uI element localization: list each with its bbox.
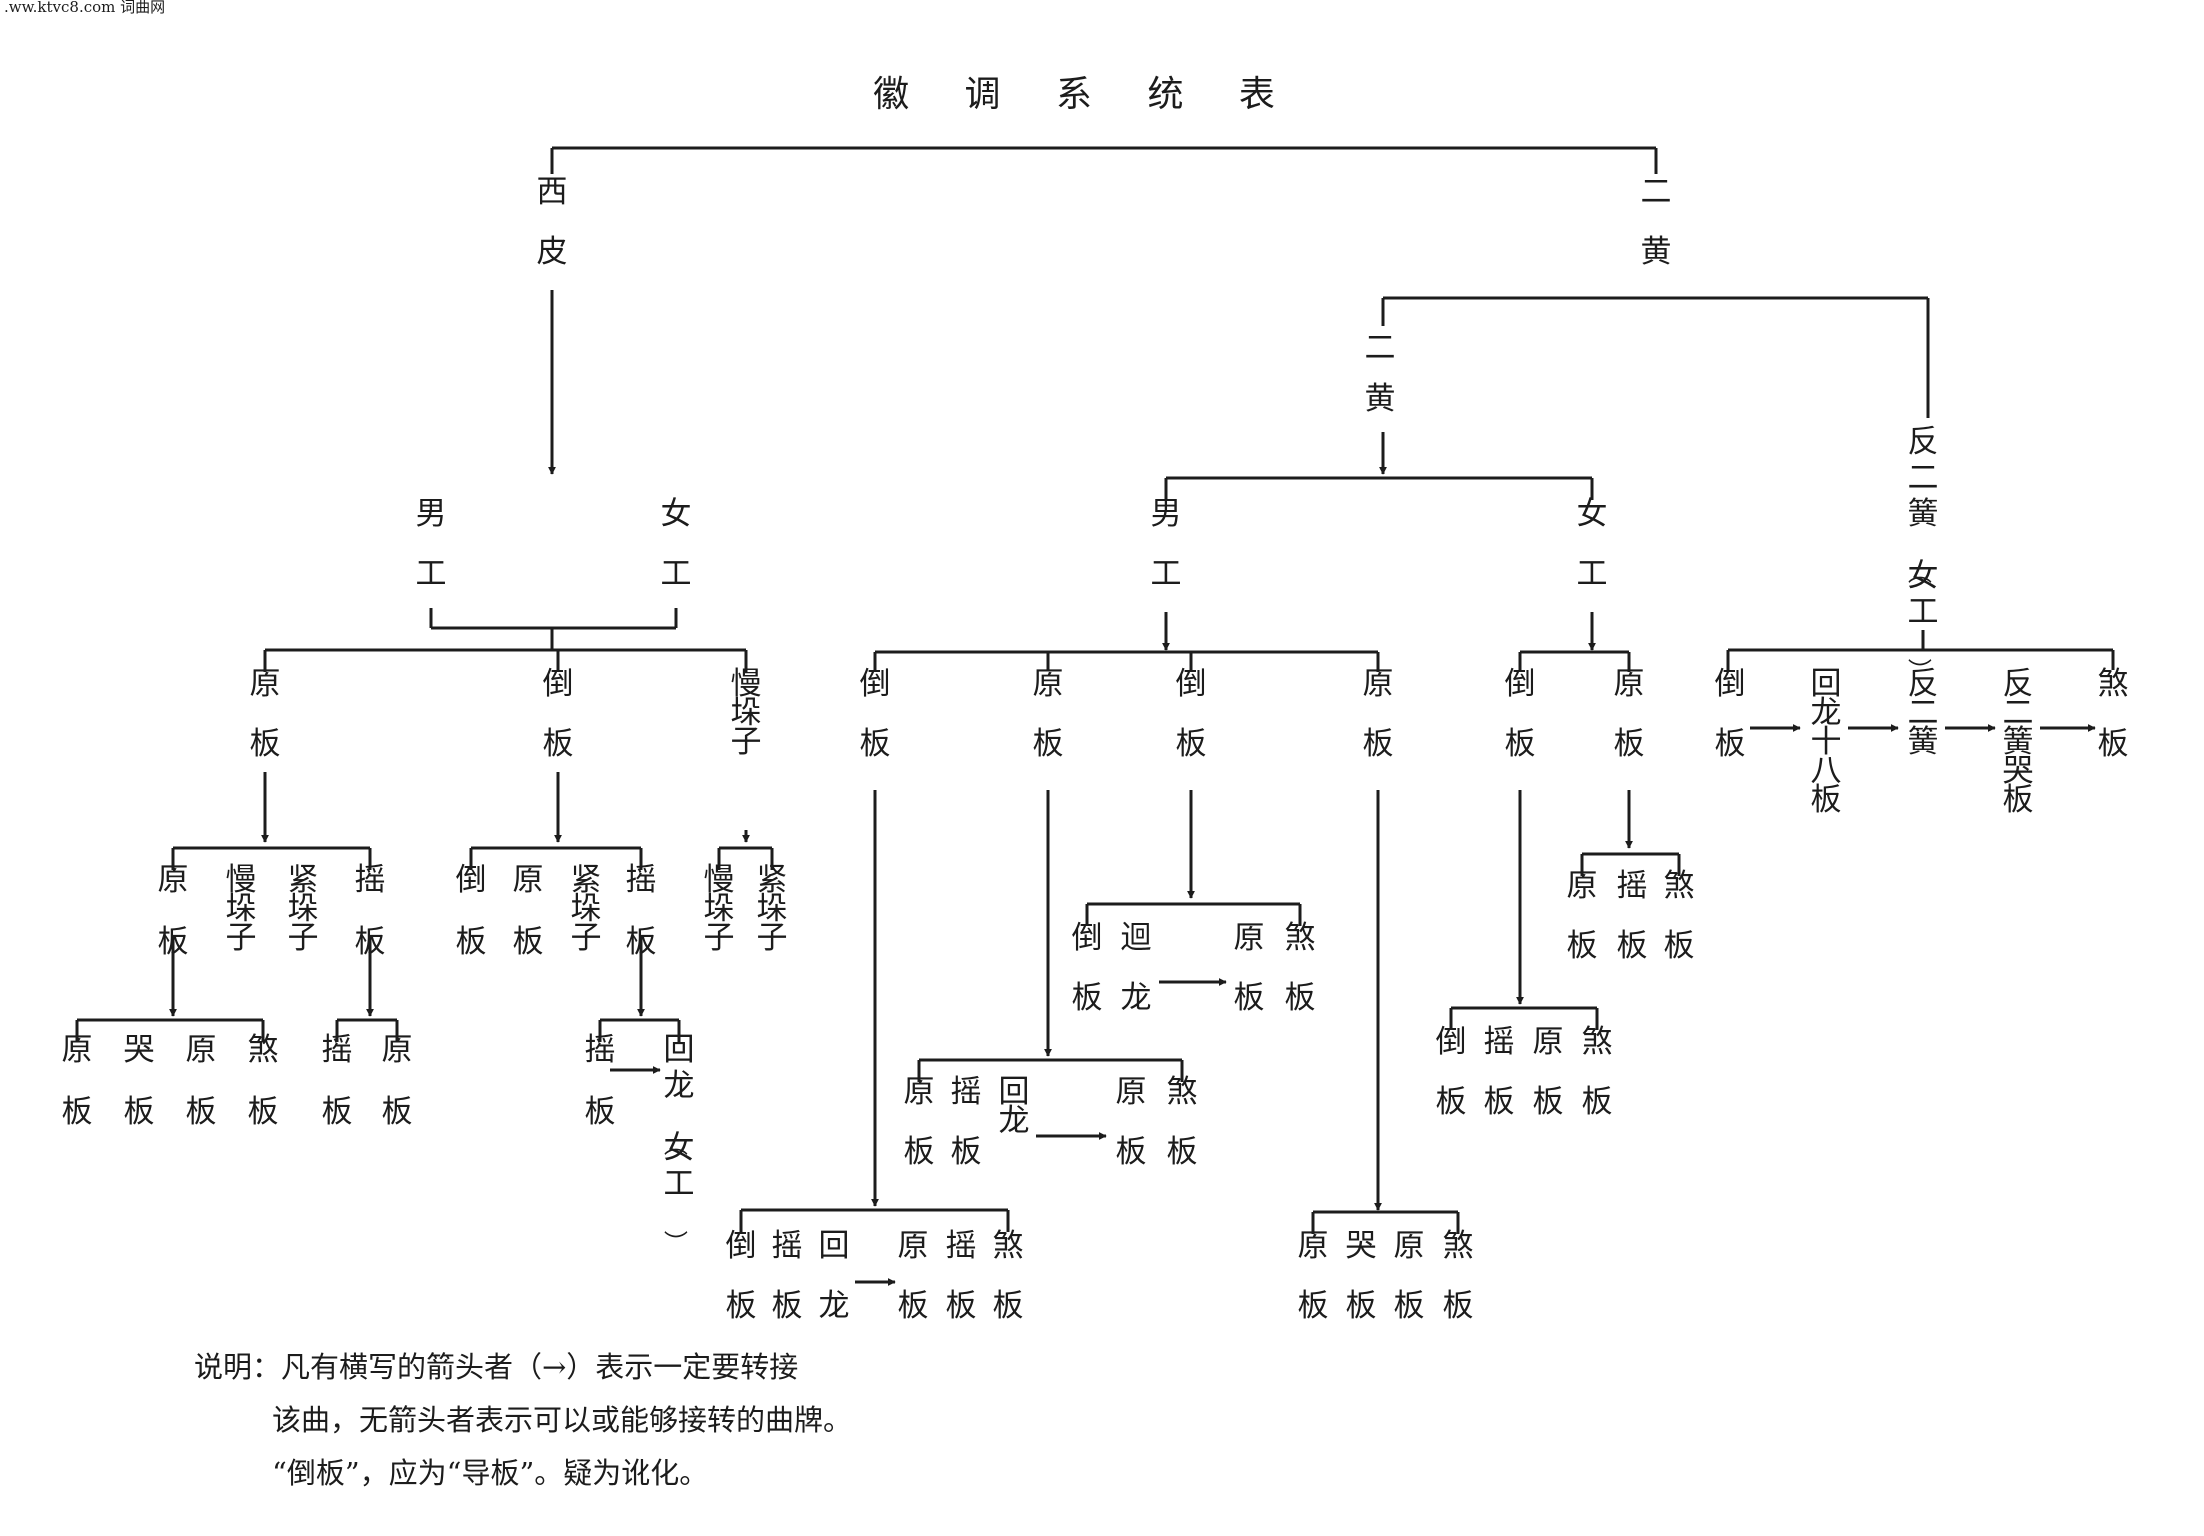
watermark: .ww.ktvc8.com 词曲网	[4, 0, 165, 16]
node-ehm-d-yaoban2: 摇板	[946, 1228, 977, 1324]
node-ehn-d-daoban: 倒板	[1436, 1024, 1467, 1120]
node-xp-dy-yaoban: 摇板	[585, 1032, 616, 1130]
node-ehm-d-shaban: 煞板	[993, 1228, 1024, 1324]
node-xp-yy-yuanban2: 原板	[186, 1032, 217, 1130]
node-f-shaban: 煞板	[2098, 666, 2129, 762]
node-ehm-yuanban: 原板	[1033, 666, 1064, 762]
node-xp-nvgong: 女工	[661, 496, 692, 592]
node-xp-d-yaoban: 摇板	[626, 862, 657, 960]
node-ehm-y2-shaban: 煞板	[1443, 1228, 1474, 1324]
node-xp-nangong: 男工	[416, 496, 447, 592]
node-xp-manduozi: 慢垛子	[731, 666, 762, 760]
node-ehn-y-shaban: 煞板	[1664, 868, 1695, 964]
node-fanerhuang: 反二簧（女工）	[1905, 424, 1939, 682]
node-ehm-y-yuanban2: 原板	[1116, 1074, 1147, 1170]
node-xipi: 西皮	[537, 174, 568, 270]
node-ehm-d-huilong: 回龙	[819, 1228, 850, 1324]
node-ehm-d2-daoban: 倒板	[1072, 920, 1103, 1016]
note-line-2: 该曲，无箭头者表示可以或能够接转的曲牌。	[272, 1403, 852, 1437]
node-ehn-y-yaoban: 摇板	[1617, 868, 1648, 964]
node-xp-y-jinduozi: 紧垛子	[288, 862, 319, 956]
node-xp-y-yuanban: 原板	[158, 862, 189, 960]
node-erhuang: 二黄	[1641, 174, 1672, 270]
node-f-huilong18: 回龙十八板	[1811, 666, 1842, 818]
node-ehm-y-huilong: 回龙	[999, 1074, 1030, 1139]
node-ehn-y-yuanban: 原板	[1567, 868, 1598, 964]
connector-lines	[75, 146, 2115, 1286]
node-ehm-y2-yuanban2: 原板	[1394, 1228, 1425, 1324]
node-ehn-d-shaban: 煞板	[1582, 1024, 1613, 1120]
node-xp-yuanban: 原板	[250, 666, 281, 762]
node-f-fanerhuang: 反二簧	[1908, 666, 1939, 760]
node-ehn-d-yuanban: 原板	[1533, 1024, 1564, 1120]
node-xp-d-jinduozi: 紧垛子	[571, 862, 602, 956]
node-xp-daoban: 倒板	[543, 666, 574, 762]
node-xp-yy-yuanban: 原板	[62, 1032, 93, 1130]
node-eh-nangong: 男工	[1151, 496, 1182, 592]
diagram-title: 徽 调 系 统 表	[873, 74, 1297, 115]
node-labels: 西皮二黄二黄男工女工男工女工反二簧（女工）原板倒板慢垛子原板慢垛子紧垛子摇板原板…	[62, 174, 2129, 1324]
node-xp-yy-shaban: 煞板	[248, 1032, 279, 1130]
node-xp-y-manduozi: 慢垛子	[226, 862, 257, 956]
node-f-daoban: 倒板	[1715, 666, 1746, 762]
node-ehm-yuanban2: 原板	[1363, 666, 1394, 762]
node-ehm-d2-shaban: 煞板	[1285, 920, 1316, 1016]
node-ehm-y-yuanban: 原板	[904, 1074, 935, 1170]
note-line-1: 说明：凡有横写的箭头者（→）表示一定要转接	[194, 1350, 798, 1384]
node-ehm-d-yaoban: 摇板	[772, 1228, 803, 1324]
node-xp-d-yuanban: 原板	[513, 862, 544, 960]
node-ehm-y-shaban: 煞板	[1167, 1074, 1198, 1170]
node-ehm-daoban2: 倒板	[1176, 666, 1207, 762]
node-xp-y-yaoban: 摇板	[355, 862, 386, 960]
node-ehm-d-daoban: 倒板	[726, 1228, 757, 1324]
node-ehm-y2-yuanban: 原板	[1298, 1228, 1329, 1324]
node-xp-yyb-yaoban: 摇板	[322, 1032, 353, 1130]
node-ehm-d2-yuanban: 原板	[1234, 920, 1265, 1016]
node-xp-yyb-yuanban: 原板	[382, 1032, 413, 1130]
node-ehn-yuanban: 原板	[1614, 666, 1645, 762]
node-ehn-d-yaoban: 摇板	[1484, 1024, 1515, 1120]
node-ehm-daoban: 倒板	[860, 666, 891, 762]
node-ehn-daoban: 倒板	[1505, 666, 1536, 762]
node-xp-yy-kuban: 哭板	[124, 1032, 155, 1130]
node-ehm-d2-huilong: 迴龙	[1121, 920, 1152, 1016]
node-ehm-y2-kuban: 哭板	[1346, 1228, 1377, 1324]
node-xp-m-manduozi: 慢垛子	[704, 862, 735, 956]
node-erhuang-sub: 二黄	[1365, 330, 1396, 417]
node-ehm-y-yaoban: 摇板	[951, 1074, 982, 1170]
node-ehm-d-yuanban: 原板	[898, 1228, 929, 1324]
node-f-kuban: 反二簧哭板	[2003, 666, 2034, 818]
node-xp-m-jinduozi: 紧垛子	[757, 862, 788, 956]
node-eh-nvgong: 女工	[1577, 496, 1608, 592]
note-line-3: “倒板”，应为“导板”。疑为讹化。	[272, 1456, 708, 1490]
node-xp-d-daoban: 倒板	[456, 862, 487, 960]
node-xp-dy-huilong: 回龙（女工）	[661, 1032, 695, 1254]
